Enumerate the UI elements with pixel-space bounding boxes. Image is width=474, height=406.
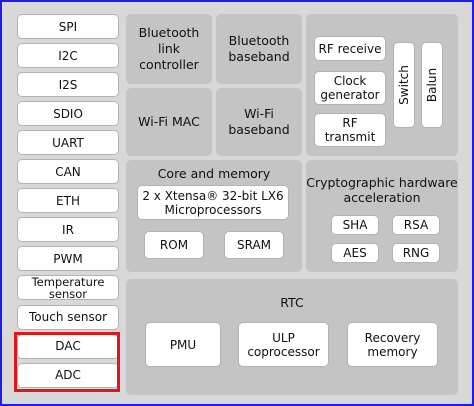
peripheral-label: ADC [55, 368, 81, 383]
peripheral-pwm: PWM [17, 246, 119, 272]
peripheral-sdio: SDIO [17, 101, 119, 127]
peripheral-i2s: I2S [17, 72, 119, 98]
recovery-memory: Recovery memory [347, 322, 438, 367]
crypto-title: Cryptographic hardware acceleration [306, 175, 458, 205]
aes: AES [331, 243, 379, 263]
core-memory-title: Core and memory [157, 166, 271, 181]
rsa: RSA [392, 215, 440, 235]
rtc-title: RTC [280, 295, 304, 310]
peripheral-can: CAN [17, 159, 119, 185]
peripheral-uart: UART [17, 130, 119, 156]
peripheral-label: I2C [58, 48, 78, 63]
peripheral-label: SDIO [53, 106, 83, 121]
peripheral-label: SPI [58, 19, 78, 34]
wifi-mac: Wi-Fi MAC [126, 88, 212, 156]
peripheral-label: DAC [55, 339, 81, 354]
rom: ROM [144, 231, 204, 259]
balun: Balun [421, 42, 443, 128]
peripheral-label: ETH [56, 193, 80, 208]
rng: RNG [392, 243, 440, 263]
peripheral-eth: ETH [17, 188, 119, 214]
wifi-baseband: Wi-Fi baseband [216, 88, 302, 156]
bluetooth-baseband: Bluetooth baseband [216, 14, 302, 84]
pmu: PMU [145, 322, 221, 367]
peripheral-ir: IR [17, 217, 119, 243]
sram: SRAM [224, 231, 284, 259]
dac-adc-highlight [14, 332, 120, 392]
peripheral-label: I2S [58, 77, 78, 92]
peripheral-temperature-sensor: Temperature sensor [17, 274, 119, 301]
cpu: 2 x Xtensa® 32-bit LX6 Microprocessors [137, 185, 289, 220]
sha: SHA [331, 215, 379, 235]
clock-generator: Clock generator [314, 71, 386, 105]
peripheral-label: CAN [55, 164, 81, 179]
peripheral-i2c: I2C [17, 43, 119, 69]
peripheral-label: IR [62, 222, 74, 237]
peripheral-touch-sensor: Touch sensor [17, 304, 119, 330]
peripheral-label: UART [52, 135, 84, 150]
switch: Switch [393, 42, 415, 128]
rf-transmit: RF transmit [314, 113, 386, 147]
rf-receive: RF receive [314, 36, 386, 61]
ulp-coprocessor: ULP coprocessor [238, 322, 329, 367]
peripheral-adc: ADC [17, 362, 119, 388]
peripheral-label: Temperature sensor [31, 274, 105, 301]
peripheral-label: PWM [53, 251, 83, 266]
peripheral-spi: SPI [17, 14, 119, 39]
peripheral-label: Touch sensor [28, 310, 108, 324]
bluetooth-link-controller: Bluetooth link controller [126, 14, 212, 84]
